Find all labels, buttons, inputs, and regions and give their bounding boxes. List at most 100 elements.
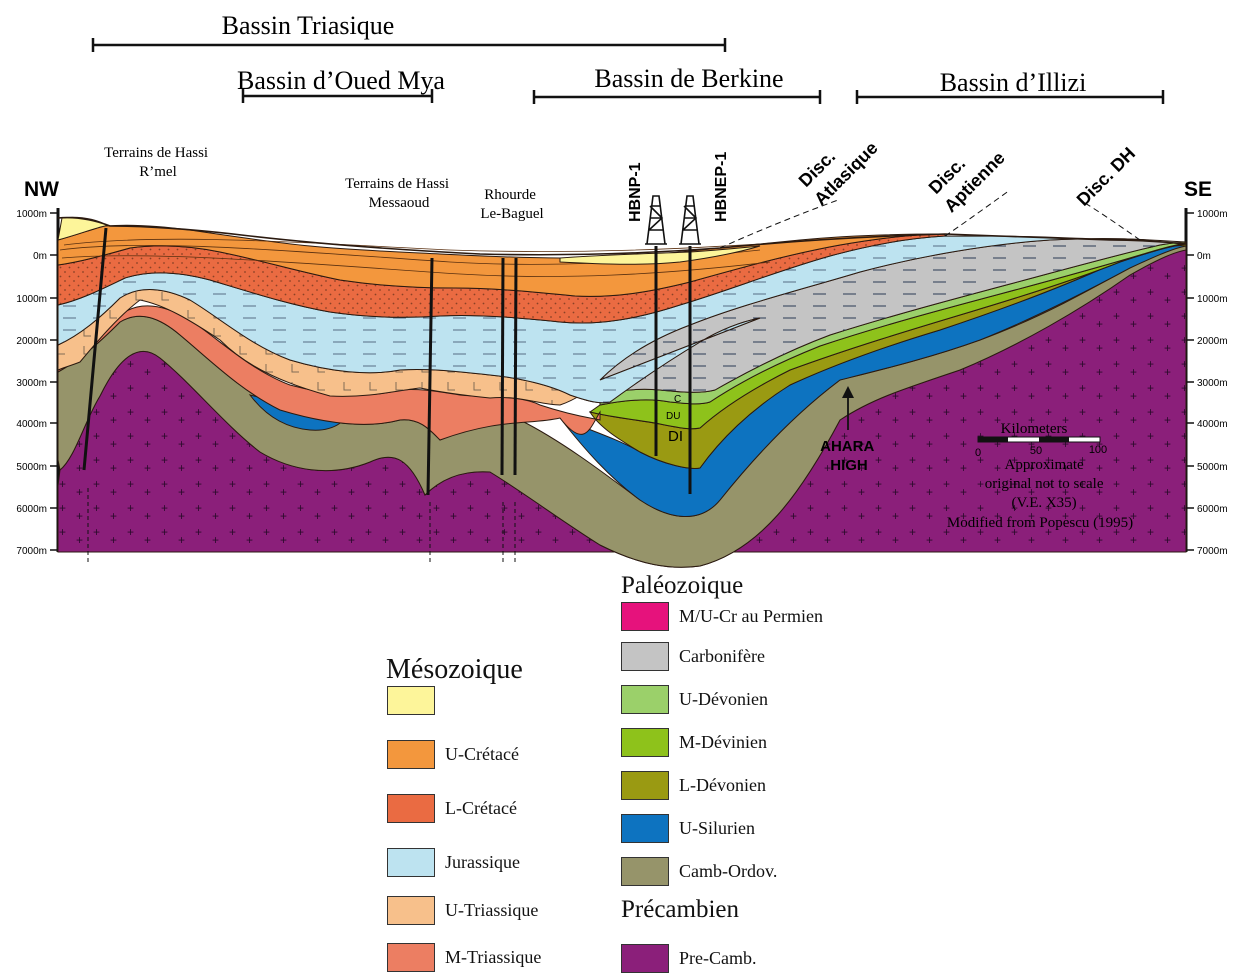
fault-rhourde-2 xyxy=(513,257,518,476)
legend-swatch xyxy=(387,794,435,823)
well-hbnep-1-derrick xyxy=(679,195,701,245)
disc-aptienne-line xyxy=(944,189,1011,237)
left-depth-tick-label: 1000m xyxy=(16,209,47,220)
right-depth-tick-label: 6000m xyxy=(1197,504,1228,515)
legend-label: U-Triassique xyxy=(445,900,539,920)
layer-carbonifere-dash xyxy=(600,238,1186,395)
disc-atlasique-line xyxy=(719,199,839,249)
ahara-arrow-head xyxy=(842,386,854,398)
legend-item: U-Crétacé xyxy=(387,740,519,769)
legend-label: M-Triassique xyxy=(445,947,542,967)
left-depth-tick-label: 1000m xyxy=(16,294,47,305)
legend-item xyxy=(387,686,445,715)
unit-label-c: C xyxy=(674,394,681,405)
left-depth-tick-label: 2000m xyxy=(16,336,47,347)
legend-item: U-Dévonien xyxy=(621,685,768,714)
legend-label: L-Crétacé xyxy=(445,798,517,818)
left-depth-tick-label: 3000m xyxy=(16,378,47,389)
right-depth-tick-label: 0m xyxy=(1197,251,1211,262)
layer-jurassique-dash xyxy=(58,236,1150,403)
legend-item: U-Silurien xyxy=(621,814,755,843)
layer-pre-cambrian-pattern xyxy=(58,245,1186,568)
legend-label: U-Crétacé xyxy=(445,744,519,764)
left-depth-tick-label: 6000m xyxy=(16,504,47,515)
right-depth-tick-label: 5000m xyxy=(1197,462,1228,473)
legend-label: U-Silurien xyxy=(679,818,755,838)
legend-label: M/U-Cr au Permien xyxy=(679,606,823,626)
legend-label: M-Dévinien xyxy=(679,732,767,752)
label-rhourde: Rhourde Le-Baguel xyxy=(480,187,543,222)
legend-swatch xyxy=(387,740,435,769)
scale-notes: Approximate original not to scale (V.E. … xyxy=(947,457,1133,531)
basin-bars xyxy=(91,38,1165,104)
legend-item: U-Triassique xyxy=(387,896,538,925)
legend-label: Carbonifère xyxy=(679,646,765,666)
legend-item: Pre-Camb. xyxy=(621,944,756,973)
scale-tick-0: 0 xyxy=(975,447,981,459)
label-well-hbnep-1: HBNEP-1 xyxy=(713,152,730,222)
layer-m-triassique xyxy=(57,305,601,441)
left-depth-ticks: 1000m0m1000m2000m3000m4000m5000m6000m700… xyxy=(16,209,58,557)
legend-swatch xyxy=(621,771,669,800)
legend-swatch xyxy=(621,685,669,714)
basin-bar-illizi xyxy=(855,90,1165,104)
legend-swatch xyxy=(621,814,669,843)
right-depth-tick-label: 1000m xyxy=(1197,294,1228,305)
legend-label: Camb-Ordov. xyxy=(679,861,778,881)
legend-item: M-Triassique xyxy=(387,943,541,972)
legend-swatch xyxy=(387,896,435,925)
label-disc-aptienne: Disc. Aptienne xyxy=(923,131,1009,217)
layer-cover-berkine xyxy=(559,245,761,265)
right-depth-tick-label: 2000m xyxy=(1197,336,1228,347)
scale-title: Kilometers xyxy=(1001,421,1068,437)
fault-rhourde-1 xyxy=(500,257,505,476)
right-depth-tick-label: 4000m xyxy=(1197,419,1228,430)
topographic-surface xyxy=(57,216,1187,256)
discordance-lines xyxy=(719,189,1141,249)
legend-label: L-Dévonien xyxy=(679,775,766,795)
basin-label-oued-mya: Bassin d’Oued Mya xyxy=(237,66,445,95)
unit-label-du: DU xyxy=(666,411,680,422)
label-disc-dh: Disc. DH xyxy=(1073,143,1139,209)
well-hbnp-1-derrick xyxy=(645,195,667,245)
label-hassi-messaoud: Terrains de Hassi Messaoud xyxy=(345,176,453,211)
legend-label: Jurassique xyxy=(445,852,520,872)
basin-label-illizi: Bassin d’Illizi xyxy=(940,68,1087,97)
right-depth-tick-label: 1000m xyxy=(1197,209,1228,220)
legend-swatch xyxy=(621,857,669,886)
faults xyxy=(82,227,518,496)
legend-swatch xyxy=(621,642,669,671)
fault-extensions xyxy=(87,488,516,565)
fault-hassi-rmel xyxy=(82,227,108,471)
orientation-nw: NW xyxy=(24,178,59,201)
legend-swatch xyxy=(387,943,435,972)
basin-bar-triasique xyxy=(91,38,727,52)
legend-item: Carbonifère xyxy=(621,642,765,671)
legend-precambien-title: Précambien xyxy=(621,896,740,923)
legend-item: M/U-Cr au Permien xyxy=(621,602,823,631)
legend-item: M-Dévinien xyxy=(621,728,767,757)
legend-item: Jurassique xyxy=(387,848,520,877)
right-depth-tick-label: 7000m xyxy=(1197,546,1228,557)
legend-swatch xyxy=(621,944,669,973)
geologic-cross-section xyxy=(57,216,1187,568)
legend-item: L-Dévonien xyxy=(621,771,766,800)
label-ahara-high: AHARA HIGH xyxy=(820,438,878,474)
basin-label-berkine: Bassin de Berkine xyxy=(594,64,783,93)
legend-paleozoique-title: Paléozoique xyxy=(621,572,744,599)
basin-bar-berkine xyxy=(532,90,822,104)
legend-swatch xyxy=(387,848,435,877)
legend-label: U-Dévonien xyxy=(679,689,768,709)
legend-swatch xyxy=(621,728,669,757)
right-depth-ticks: 1000m 0m 1000m 2000m 3000m 4000m 5000m 6000m 700… xyxy=(1186,209,1228,557)
scale-bar xyxy=(977,436,1101,443)
left-depth-tick-label: 4000m xyxy=(16,419,47,430)
label-well-hbnp-1: HBNP-1 xyxy=(627,162,644,222)
legend-mesozoique-title: Mésozoique xyxy=(386,654,523,685)
label-disc-atlasique: Disc. Atlasique xyxy=(793,121,881,209)
right-depth-tick-label: 3000m xyxy=(1197,378,1228,389)
left-depth-tick-label: 7000m xyxy=(16,546,47,557)
basin-bar-oued-mya xyxy=(241,89,434,103)
disc-dh-line xyxy=(1079,199,1141,241)
